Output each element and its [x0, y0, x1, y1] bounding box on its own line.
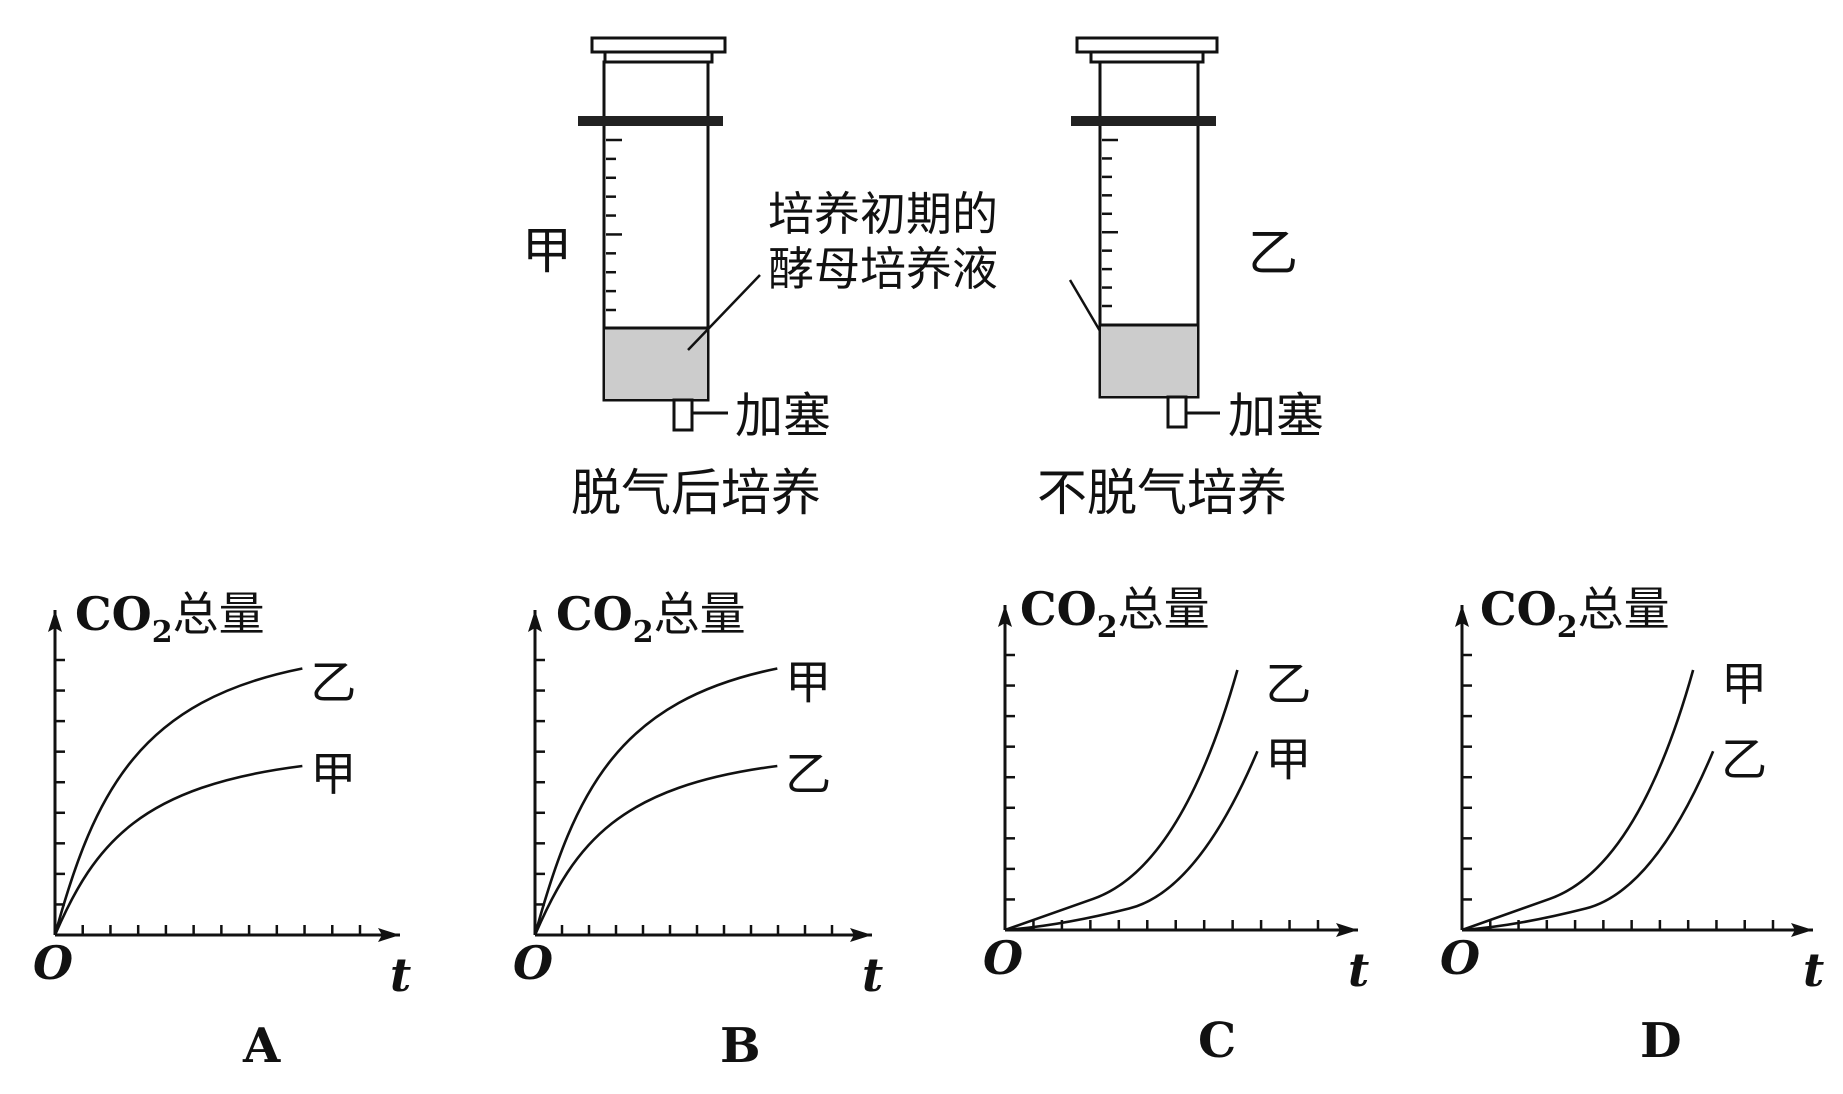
series-label-乙: 乙	[1265, 657, 1311, 711]
option-label-C: C	[1198, 1013, 1236, 1069]
y-axis-label-sub: 2	[152, 615, 173, 650]
y-axis-label-sub: 2	[1097, 610, 1118, 645]
y-axis-label-suffix: 总量	[654, 587, 746, 641]
plug-label-left: 加塞	[735, 388, 831, 444]
curve-甲	[53, 764, 303, 936]
callout: 培养初期的 酵母培养液	[687, 187, 1112, 351]
flange-left	[578, 116, 723, 126]
scale-ticks-left	[606, 138, 622, 312]
flange-right	[1071, 116, 1216, 126]
x-axis-arrow	[850, 928, 872, 942]
yeast-liquid-left	[605, 328, 707, 399]
origin-label: O	[1440, 931, 1480, 985]
x-axis-label: t	[862, 948, 883, 1002]
y-axis-label-suffix: 总量	[1578, 582, 1670, 636]
callout-line-1: 培养初期的	[768, 187, 998, 241]
y-axis-label: CO2总量	[556, 587, 746, 650]
y-axis-label: CO2总量	[1480, 582, 1670, 645]
syringe-left: 加塞 甲 脱气后培养	[522, 36, 831, 522]
y-axis-arrow	[528, 610, 542, 632]
curve-甲	[533, 667, 778, 936]
y-axis-arrow	[998, 605, 1012, 627]
option-label-B: B	[720, 1018, 761, 1074]
series-label-乙: 乙	[785, 747, 831, 801]
y-axis-label-co: CO	[1480, 582, 1557, 636]
x-axis-label: t	[1803, 943, 1824, 997]
curve-乙	[533, 764, 778, 936]
nozzle-right	[1166, 395, 1188, 429]
y-axis-label-sub: 2	[633, 615, 654, 650]
scale-ticks-right	[1102, 138, 1118, 308]
y-axis-arrow	[48, 610, 62, 632]
series-label-甲: 甲	[310, 747, 356, 801]
label-yi: 乙	[1248, 224, 1298, 282]
curve-乙	[1004, 669, 1239, 932]
curve-甲	[1004, 750, 1259, 932]
caption-right: 不脱气培养	[1037, 464, 1287, 522]
y-axis-label-sub: 2	[1557, 610, 1578, 645]
y-axis-label-suffix: 总量	[173, 587, 265, 641]
syringe-right: 加塞 乙 不脱气培养	[1037, 36, 1324, 522]
x-axis-label: t	[1348, 943, 1369, 997]
y-axis-label: CO2总量	[75, 587, 265, 650]
label-jia: 甲	[522, 222, 572, 280]
y-axis-label-co: CO	[1020, 582, 1097, 636]
option-label-D: D	[1640, 1013, 1682, 1069]
series-label-甲: 甲	[1265, 732, 1311, 786]
origin-label: O	[983, 931, 1023, 985]
y-axis-arrow	[1455, 605, 1469, 627]
caption-left: 脱气后培养	[571, 464, 821, 522]
series-label-乙: 乙	[1721, 732, 1767, 786]
option-label-A: A	[242, 1018, 281, 1074]
plunger-cap-left	[590, 36, 727, 54]
yeast-liquid-right	[1101, 325, 1197, 396]
plug-label-right: 加塞	[1228, 388, 1324, 444]
origin-label: O	[513, 936, 553, 990]
x-axis-arrow	[378, 928, 400, 942]
series-label-甲: 甲	[785, 656, 831, 710]
curve-乙	[53, 667, 303, 936]
x-axis-label: t	[390, 948, 411, 1002]
x-axis-arrow	[1336, 923, 1358, 937]
plunger-cap-right	[1075, 36, 1219, 54]
y-axis-label-co: CO	[556, 587, 633, 641]
origin-label: O	[33, 936, 73, 990]
callout-line-2: 酵母培养液	[768, 242, 998, 296]
y-axis-label-co: CO	[75, 587, 152, 641]
callout-leader-left	[687, 274, 761, 351]
nozzle-left	[672, 398, 694, 432]
series-label-甲: 甲	[1721, 657, 1767, 711]
y-axis-label: CO2总量	[1020, 582, 1210, 645]
x-axis-arrow	[1791, 923, 1813, 937]
curve-甲	[1461, 669, 1695, 932]
series-label-乙: 乙	[310, 656, 356, 710]
curve-乙	[1461, 750, 1715, 932]
y-axis-label-suffix: 总量	[1118, 582, 1210, 636]
